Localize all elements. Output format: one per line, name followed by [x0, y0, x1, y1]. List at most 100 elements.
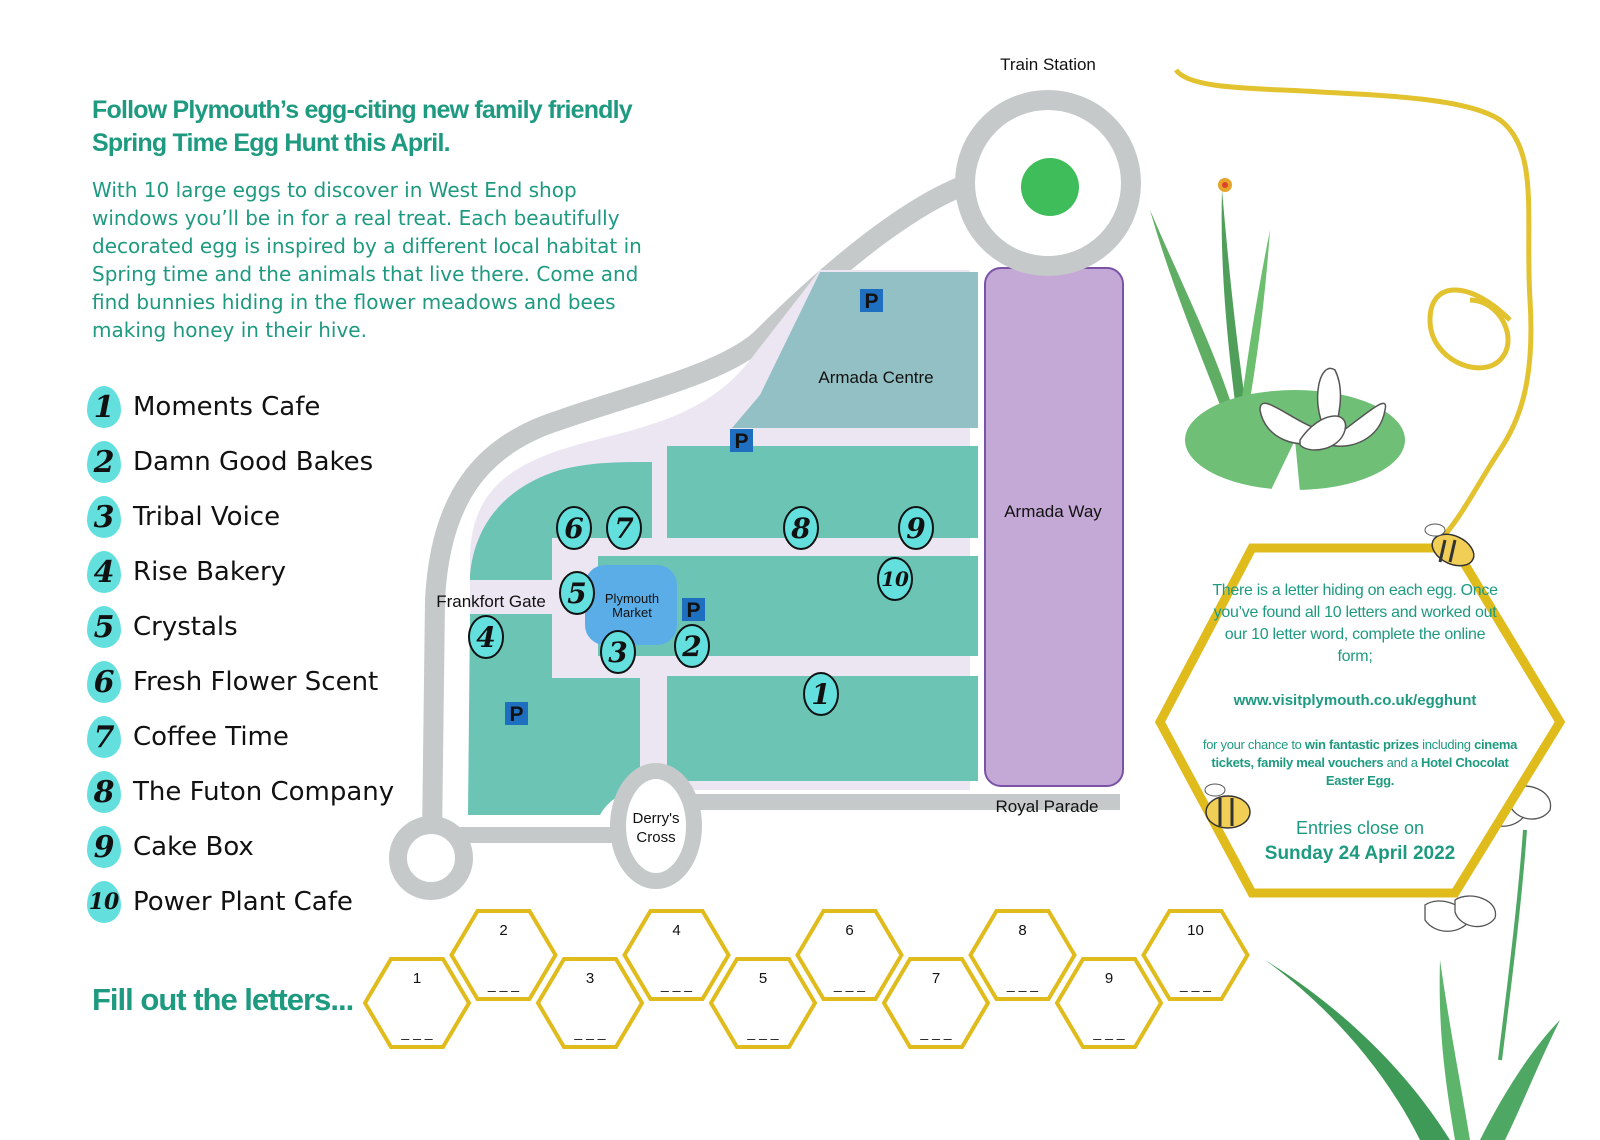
- egg-marker-shape: [803, 672, 839, 716]
- letter-slot[interactable]: 9 _ _ _: [1054, 957, 1164, 1049]
- letter-slot-number: 6: [845, 922, 853, 939]
- legend-item: 8 The Futon Company: [87, 769, 394, 815]
- letter-slot-hexagon: [622, 909, 731, 1001]
- egg-marker: 8: [783, 506, 819, 550]
- block-southwest: [468, 614, 640, 815]
- egg-marker-number: 9: [906, 512, 925, 545]
- parking-sign-label: P: [509, 703, 523, 726]
- letter-slot[interactable]: 2 _ _ _: [449, 909, 558, 1001]
- legend-shop-name: Damn Good Bakes: [133, 447, 374, 477]
- derrys-cross-roundabout: [610, 763, 702, 889]
- prize-text: for your chance to win fantastic prizes …: [1192, 736, 1528, 790]
- bee-icon: [1424, 523, 1475, 567]
- letter-slot-blank: _ _ _: [487, 976, 519, 992]
- letter-slot-number: 4: [672, 922, 680, 939]
- frankfort-gate-label: Frankfort Gate: [436, 592, 546, 611]
- bee-icon: [1204, 783, 1251, 829]
- letter-slot-hexagon: [1054, 957, 1164, 1049]
- egg-marker-number: 3: [608, 636, 627, 669]
- egg-marker-shape: [783, 506, 819, 550]
- letter-slot-blank: _ _ _: [1092, 1024, 1124, 1040]
- letter-slot-blank: _ _ _: [660, 976, 692, 992]
- letter-slot-hexagon: [449, 909, 558, 1001]
- egg-marker-number: 2: [681, 630, 701, 663]
- letter-slot[interactable]: 10_ _ _: [1141, 909, 1250, 1001]
- egg-marker-shape: [877, 557, 913, 601]
- egg-marker: 6: [556, 506, 592, 550]
- armada-way-label: Armada Way: [1004, 502, 1102, 521]
- entries-close-date: Sunday 24 April 2022: [1264, 843, 1456, 864]
- parking-sign: P: [505, 702, 528, 726]
- letter-slot[interactable]: 6_ _ _: [795, 909, 904, 1001]
- letter-slot[interactable]: 8_ _ _: [968, 909, 1077, 1001]
- egg-marker-number: 1: [811, 678, 830, 711]
- legend-shop-name: Tribal Voice: [133, 502, 281, 532]
- entry-url-link[interactable]: www.visitplymouth.co.uk/egghunt: [1233, 692, 1477, 709]
- prize-text-part: including: [1418, 737, 1475, 752]
- parking-sign: P: [860, 289, 883, 313]
- letter-slot-hexagon: [968, 909, 1077, 1001]
- fill-letters-title: Fill out the letters...: [92, 982, 354, 1017]
- egg-marker-shape: [559, 571, 595, 615]
- prize-highlight: Hotel Chocolat Easter Egg.: [1325, 755, 1509, 788]
- egg-marker: 1: [803, 672, 839, 716]
- prize-text-part: and a: [1383, 755, 1422, 770]
- plymouth-market-block: [585, 565, 677, 645]
- egg-marker-shape: [606, 506, 642, 550]
- letter-slot-blank: _ _ _: [746, 1024, 778, 1040]
- royal-parade-road: [660, 794, 1120, 810]
- train-station-green: [1021, 158, 1079, 216]
- legend-shop-name: Coffee Time: [133, 722, 289, 752]
- letter-slot-blank: _ _ _: [1006, 976, 1038, 992]
- parking-sign-label: P: [686, 599, 700, 622]
- lower-left-roundabout: [389, 816, 473, 900]
- legend-shop-name: The Futon Company: [133, 777, 395, 807]
- letter-slot[interactable]: 4 _ _ _: [622, 909, 731, 1001]
- egg-marker-number: 4: [476, 621, 495, 654]
- train-station-label: Train Station: [1000, 55, 1096, 74]
- letter-slot[interactable]: 5_ _ _: [708, 957, 818, 1049]
- egg-number-icon: 5: [87, 606, 121, 648]
- letter-slot-hexagon: [1141, 909, 1250, 1001]
- legend-shop-name: Crystals: [133, 612, 238, 642]
- yellow-string-decoration: [1173, 68, 1534, 542]
- egg-marker-shape: [898, 506, 934, 550]
- parking-sign-label: P: [734, 430, 748, 453]
- letter-slot-hexagon: [795, 909, 904, 1001]
- legend-shop-name: Power Plant Cafe: [133, 887, 353, 917]
- letter-slot-hexagon: [362, 957, 472, 1049]
- egg-marker: 7: [606, 506, 642, 550]
- egg-marker: 3: [600, 630, 636, 674]
- egg-marker-shape: [600, 630, 636, 674]
- egg-marker-shape: [556, 506, 592, 550]
- royal-parade-label: Royal Parade: [995, 797, 1098, 816]
- letter-slot-blank: _ _ _: [1179, 976, 1211, 992]
- legend-shop-name: Rise Bakery: [133, 557, 287, 587]
- egg-marker: 10: [877, 557, 913, 601]
- prize-highlight: win fantastic prizes: [1304, 737, 1419, 752]
- info-instructions: There is a letter hiding on each egg. On…: [1212, 582, 1498, 665]
- derrys-cross-label: Derry's: [632, 810, 679, 827]
- egg-number-icon: 8: [87, 771, 121, 813]
- derrys-cross-label: Cross: [636, 829, 675, 846]
- egg-marker-shape: [468, 615, 504, 659]
- plymouth-market-label: Plymouth: [605, 591, 659, 606]
- letter-slot[interactable]: 3_ _ _: [535, 957, 645, 1049]
- letter-slot-hexagon: [535, 957, 645, 1049]
- egg-marker: 4: [468, 615, 504, 659]
- letter-slot-number: 9: [1105, 970, 1113, 987]
- letter-slot-number: 2: [499, 922, 507, 939]
- egg-marker-number: 7: [614, 512, 634, 545]
- legend-item: 5 Crystals: [87, 604, 238, 650]
- letter-slot-number: 1: [413, 970, 421, 987]
- letter-slot[interactable]: 7_ _ _: [881, 957, 991, 1049]
- egg-marker: 9: [898, 506, 934, 550]
- letter-slot[interactable]: 1_ _ _: [362, 957, 472, 1049]
